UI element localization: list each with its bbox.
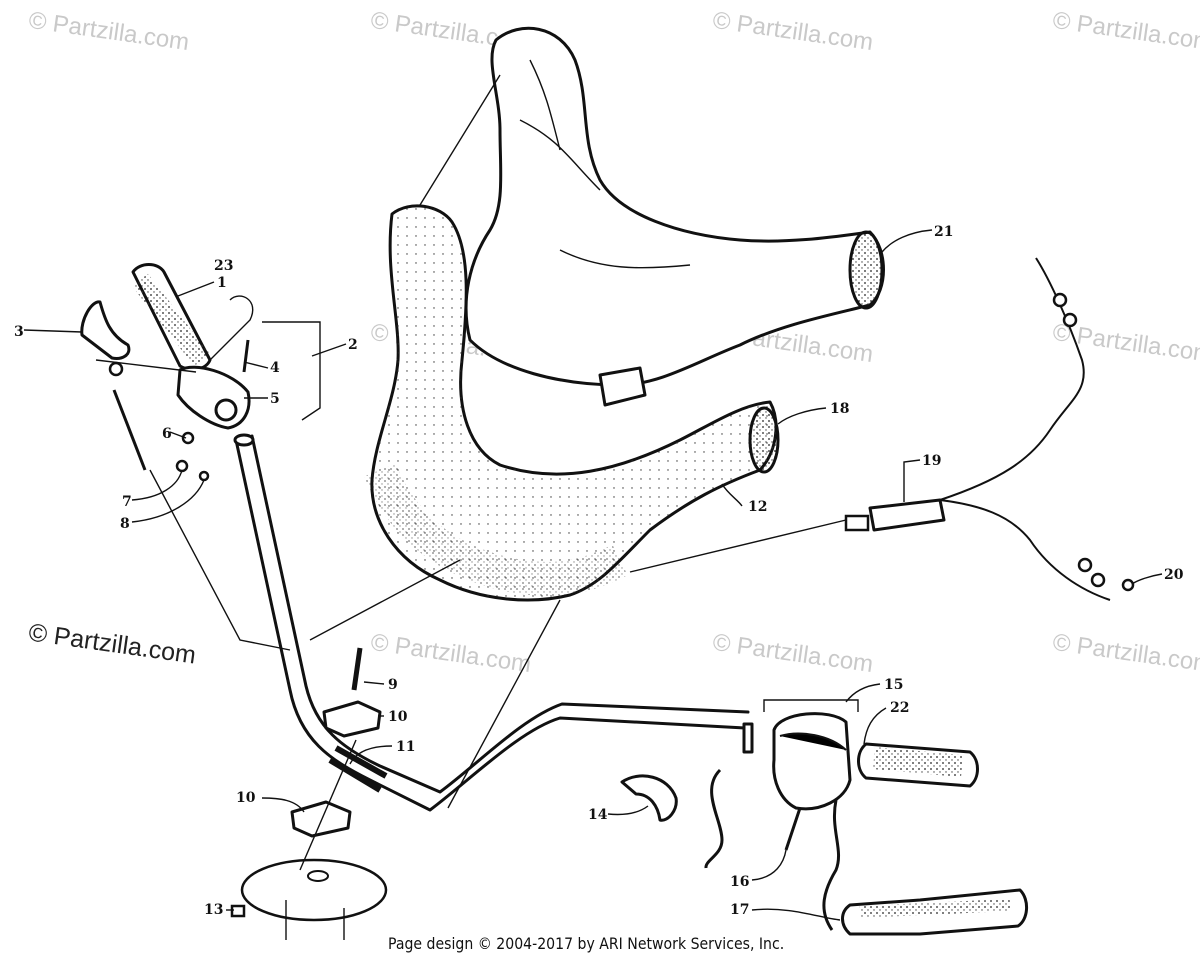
svg-text:15: 15 [884,677,903,693]
callout-19: 19 [903,453,941,502]
svg-text:16: 16 [730,874,749,890]
svg-text:5: 5 [270,391,280,407]
svg-text:13: 13 [204,902,223,918]
callout-10a: 10 [378,709,408,725]
left-grip [80,263,251,482]
svg-text:14: 14 [588,807,608,823]
svg-text:20: 20 [1164,567,1184,583]
svg-text:8: 8 [120,516,130,532]
svg-text:22: 22 [890,700,909,716]
callout-1: 1 [177,275,227,297]
handlebar [233,433,750,812]
svg-text:1: 1 [217,275,227,291]
svg-text:6: 6 [162,426,172,442]
callout-2: 2 [311,337,358,357]
callout-13: 13 [204,902,234,918]
svg-text:21: 21 [934,224,953,240]
callout-8: 8 [120,479,205,532]
svg-text:11: 11 [396,739,415,755]
callout-4: 4 [243,360,280,376]
callout-20: 20 [1131,567,1184,585]
svg-text:2: 2 [348,337,358,353]
svg-text:10: 10 [388,709,408,725]
callouts: 1 2 3 4 5 6 7 8 9 10 10 11 12 13 14 15 1… [14,224,1184,921]
svg-text:10: 10 [236,790,256,806]
svg-text:12: 12 [748,499,767,515]
svg-text:7: 7 [122,494,132,510]
callout-17: 17 [730,902,841,921]
callout-11: 11 [349,739,415,765]
callout-22: 22 [863,700,909,745]
handlebar-clamp [230,647,388,940]
callout-5: 5 [244,391,280,407]
callout-10b: 10 [236,790,305,813]
leader-lines [95,74,859,871]
callout-7: 7 [122,469,183,510]
right-control-group [620,712,1028,936]
callout-15: 15 [845,677,903,703]
svg-text:19: 19 [922,453,941,469]
callout-6: 6 [162,426,187,442]
throttle-cable [844,257,1135,601]
callout-9: 9 [363,677,398,693]
svg-text:17: 17 [730,902,749,918]
svg-text:3: 3 [14,324,24,340]
svg-text:18: 18 [830,401,849,417]
callout-23: 23 [214,258,233,274]
svg-text:4: 4 [270,360,280,376]
callout-3: 3 [14,324,83,340]
svg-text:9: 9 [388,677,398,693]
callout-12: 12 [721,483,767,515]
callout-14: 14 [588,805,649,823]
svg-text:23: 23 [214,258,233,274]
callout-16: 16 [730,849,787,890]
callout-21: 21 [881,224,953,253]
hand-guard-assembly [364,26,885,602]
callout-18: 18 [777,401,849,425]
footer-copyright: Page design © 2004-2017 by ARI Network S… [388,934,785,953]
